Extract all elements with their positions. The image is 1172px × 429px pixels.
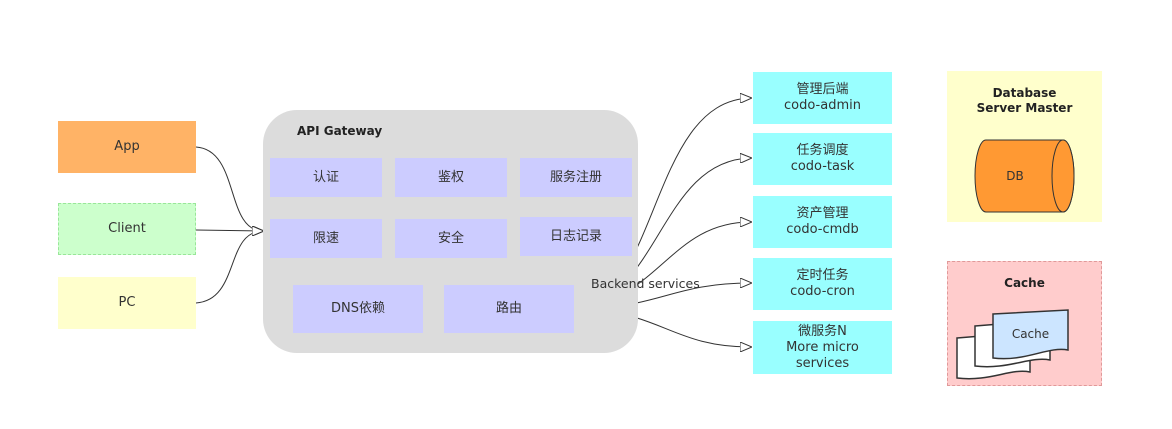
pc-label: PC bbox=[118, 295, 136, 310]
service-codo-admin-name: codo-admin bbox=[784, 98, 861, 113]
service-codo-cmdb-name: codo-cmdb bbox=[786, 222, 859, 237]
module-rate-limit[interactable]: 限速 bbox=[270, 219, 382, 258]
cache-title: Cache bbox=[1004, 276, 1045, 290]
service-more-micro-title: 微服务N bbox=[798, 323, 847, 339]
service-codo-task[interactable]: 任务调度 codo-task bbox=[753, 133, 892, 185]
module-dns-label: DNS依赖 bbox=[331, 301, 385, 316]
service-codo-cmdb-title: 资产管理 bbox=[796, 206, 849, 221]
database-title-line1: Database bbox=[992, 86, 1057, 100]
pc-client-node[interactable]: PC bbox=[58, 277, 196, 329]
edge-app-to-gateway bbox=[195, 146, 263, 231]
database-title-line2: Server Master bbox=[976, 101, 1073, 115]
module-authz[interactable]: 鉴权 bbox=[395, 158, 507, 197]
service-more-micro-name: More micro bbox=[786, 339, 859, 355]
api-gateway-title: API Gateway bbox=[297, 124, 383, 138]
module-security-label: 安全 bbox=[437, 230, 464, 246]
service-codo-cron-name: codo-cron bbox=[790, 284, 855, 299]
edge-client-to-gateway bbox=[195, 230, 263, 231]
app-label: App bbox=[114, 139, 140, 154]
service-codo-cmdb[interactable]: 资产管理 codo-cmdb bbox=[753, 196, 892, 248]
service-codo-admin[interactable]: 管理后端 codo-admin bbox=[753, 72, 892, 124]
module-service-registry-label: 服务注册 bbox=[549, 169, 602, 185]
module-authz-label: 鉴权 bbox=[437, 169, 464, 185]
module-logging[interactable]: 日志记录 bbox=[520, 217, 632, 256]
module-dns[interactable]: DNS依赖 bbox=[293, 285, 423, 333]
service-codo-task-name: codo-task bbox=[790, 159, 855, 174]
service-codo-cron-title: 定时任务 bbox=[796, 268, 849, 283]
service-codo-admin-title: 管理后端 bbox=[796, 82, 849, 97]
edge-pc-to-gateway bbox=[195, 231, 263, 304]
service-codo-cron[interactable]: 定时任务 codo-cron bbox=[753, 258, 892, 310]
client-node[interactable]: Client bbox=[58, 203, 196, 255]
module-auth-label: 认证 bbox=[312, 169, 339, 185]
module-security[interactable]: 安全 bbox=[395, 219, 507, 258]
client-label: Client bbox=[108, 221, 146, 236]
db-label: DB bbox=[1006, 169, 1024, 183]
module-service-registry[interactable]: 服务注册 bbox=[520, 158, 632, 197]
service-more-micro-name-cont: services bbox=[795, 355, 850, 371]
service-more-micro[interactable]: 微服务N More micro services bbox=[753, 321, 892, 374]
app-client-node[interactable]: App bbox=[58, 121, 196, 173]
cache-label: Cache bbox=[1011, 327, 1050, 341]
backend-services-label: Backend services bbox=[591, 276, 700, 291]
service-codo-task-title: 任务调度 bbox=[796, 143, 849, 158]
database-title: Database Server Master bbox=[947, 86, 1102, 116]
module-auth[interactable]: 认证 bbox=[270, 158, 382, 197]
module-logging-label: 日志记录 bbox=[549, 228, 602, 244]
module-rate-limit-label: 限速 bbox=[312, 230, 339, 246]
module-routing-label: 路由 bbox=[495, 301, 522, 316]
module-routing[interactable]: 路由 bbox=[444, 285, 574, 333]
